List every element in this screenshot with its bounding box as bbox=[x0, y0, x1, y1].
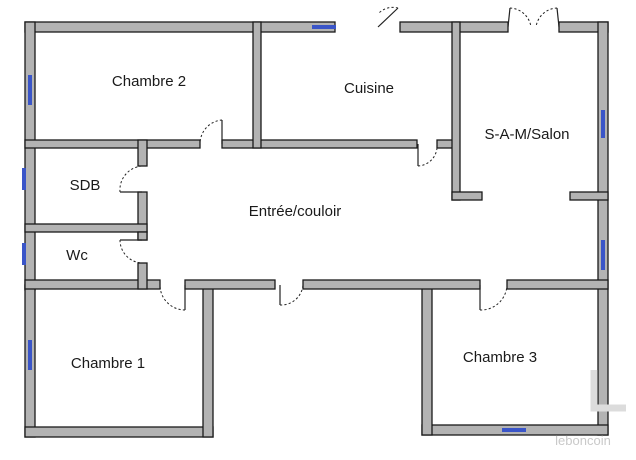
window-bottom-chambre3 bbox=[502, 428, 526, 432]
door-entrance bbox=[279, 284, 304, 306]
window-left-chambre2 bbox=[28, 75, 32, 105]
watermark-logo-mark bbox=[590, 370, 626, 412]
wall-salon-stub-right bbox=[569, 191, 609, 201]
window-left-sdb bbox=[22, 168, 26, 190]
window-top-cuisine bbox=[312, 25, 336, 29]
watermark: leboncoin bbox=[555, 370, 626, 448]
wall-left-upper bbox=[24, 21, 36, 291]
wall-notch-right bbox=[421, 282, 433, 436]
wall-notch-left bbox=[202, 282, 214, 438]
wall-bottom-left bbox=[24, 426, 214, 438]
wall-chambre2-bottom-b bbox=[221, 139, 418, 149]
window-right-salon-1 bbox=[601, 110, 605, 138]
wall-wc-right-b bbox=[137, 262, 148, 290]
wall-wc-right-a bbox=[137, 231, 148, 241]
wall-corridor-bottom-4 bbox=[506, 279, 609, 290]
wall-chambre2-bottom-a bbox=[24, 139, 201, 149]
wall-corridor-bottom-2 bbox=[184, 279, 276, 290]
label-chambre-2: Chambre 2 bbox=[112, 73, 186, 90]
door-chambre1 bbox=[159, 284, 186, 311]
door-cuisine bbox=[417, 143, 438, 167]
wall-corridor-bottom-1 bbox=[24, 279, 161, 290]
wall-sdb-wc bbox=[24, 223, 148, 233]
wall-right bbox=[597, 21, 609, 436]
wall-top-1 bbox=[24, 21, 336, 33]
window-left-wc bbox=[22, 243, 26, 265]
label-wc: Wc bbox=[66, 247, 88, 264]
wall-corridor-bottom-3 bbox=[302, 279, 481, 290]
label-chambre-3: Chambre 3 bbox=[463, 349, 537, 366]
label-sam-salon: S-A-M/Salon bbox=[484, 126, 569, 143]
room-labels: Chambre 2 Cuisine S-A-M/Salon SDB Entrée… bbox=[66, 73, 569, 372]
watermark-text: leboncoin bbox=[555, 433, 611, 448]
door-wc bbox=[119, 239, 143, 264]
label-cuisine: Cuisine bbox=[344, 80, 394, 97]
label-sdb: SDB bbox=[70, 177, 101, 194]
door-sdb bbox=[119, 165, 143, 193]
door-chambre2 bbox=[199, 119, 223, 145]
label-entree: Entrée/couloir bbox=[249, 203, 342, 220]
door-cuisine-exterior bbox=[377, 6, 399, 28]
wall-cuisine-salon bbox=[451, 21, 461, 201]
windows bbox=[22, 25, 605, 432]
walls bbox=[24, 21, 609, 438]
wall-sdb-right-a bbox=[137, 139, 148, 167]
doors bbox=[119, 6, 560, 311]
wall-chambre2-cuisine bbox=[252, 21, 262, 149]
window-right-salon-2 bbox=[601, 240, 605, 270]
label-chambre-1: Chambre 1 bbox=[71, 355, 145, 372]
wall-salon-stub-left bbox=[451, 191, 483, 201]
door-salon-double bbox=[507, 7, 560, 28]
window-left-chambre1 bbox=[28, 340, 32, 370]
door-chambre3 bbox=[479, 284, 508, 311]
